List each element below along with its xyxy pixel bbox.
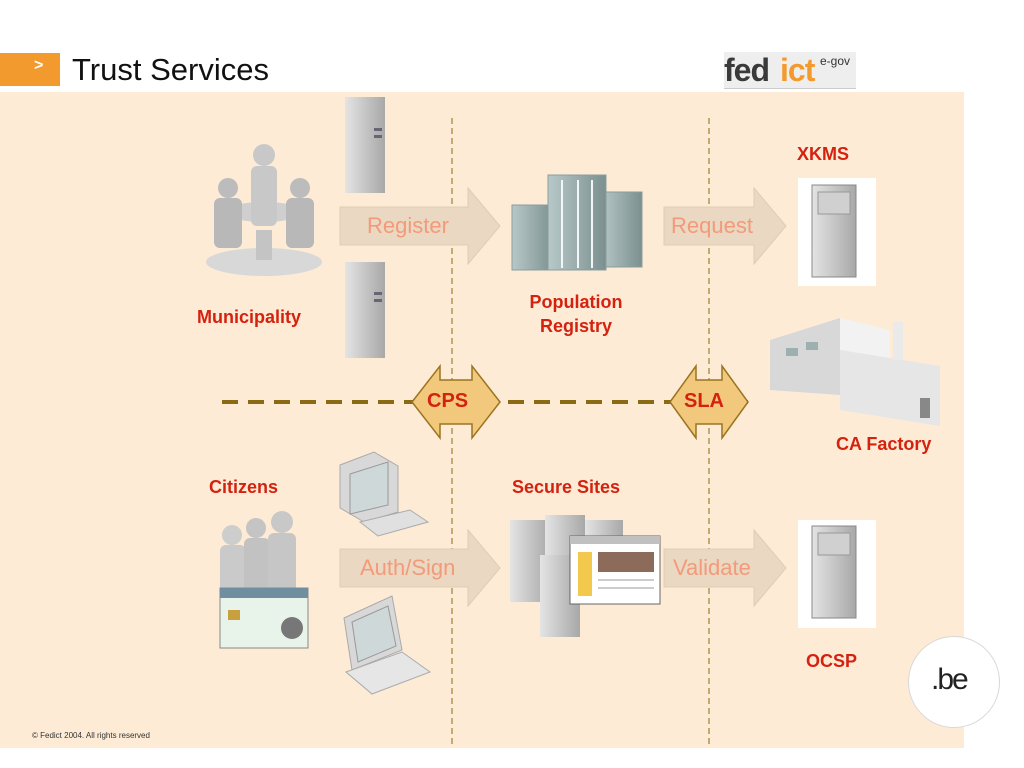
xkms-label: XKMS	[797, 144, 850, 164]
logo-fed-text: fed	[724, 52, 770, 88]
ocsp-label: OCSP	[806, 651, 858, 671]
ocsp-server-icon	[798, 520, 876, 628]
cps-label: CPS	[427, 390, 469, 412]
secure-sites-label: Secure Sites	[512, 477, 621, 497]
validate-label: Validate	[673, 555, 751, 580]
municipality-meeting-icon	[206, 144, 322, 276]
municipality-server-top	[345, 97, 385, 193]
cps-double-arrow	[411, 363, 501, 441]
be-badge: .be	[908, 636, 1000, 728]
section-tag: >	[0, 53, 60, 86]
population-registry-line1: Population	[529, 292, 623, 312]
population-registry-line2: Registry	[539, 316, 613, 337]
copyright-text: © Fedict 2004. All rights reserved	[32, 731, 150, 740]
website-screenshot-icon	[569, 535, 661, 605]
be-badge-text: .be	[931, 663, 969, 696]
chevron-right-icon: >	[34, 57, 44, 74]
eid-card-icon	[219, 587, 309, 649]
auth-sign-arrow	[339, 528, 501, 608]
request-arrow	[663, 186, 787, 266]
validate-arrow	[663, 528, 787, 608]
municipality-server-bottom	[345, 262, 385, 358]
population-registry-buildings-icon	[511, 174, 643, 271]
register-arrow	[339, 186, 501, 266]
auth-sign-label: Auth/Sign	[360, 555, 456, 580]
ca-factory-icon	[770, 318, 940, 426]
citizens-group-icon	[220, 511, 296, 605]
citizens-label: Citizens	[209, 477, 279, 497]
population-registry-label: Population Registry	[518, 290, 634, 339]
page-title: Trust Services	[72, 52, 269, 87]
sla-label: SLA	[684, 390, 724, 412]
sla-double-arrow	[669, 363, 749, 441]
register-label: Register	[367, 213, 449, 238]
xkms-server-icon	[798, 178, 876, 286]
laptop-computer-icon	[343, 595, 432, 695]
logo-ict-text: ict	[780, 52, 815, 88]
municipality-label: Municipality	[197, 307, 302, 327]
request-label: Request	[671, 213, 753, 238]
ca-factory-label: CA Factory	[836, 434, 932, 454]
logo-egov-text: e-gov	[820, 54, 851, 68]
desktop-computer-icon	[339, 451, 430, 537]
fedict-logo: fed ict e-gov	[724, 52, 856, 89]
